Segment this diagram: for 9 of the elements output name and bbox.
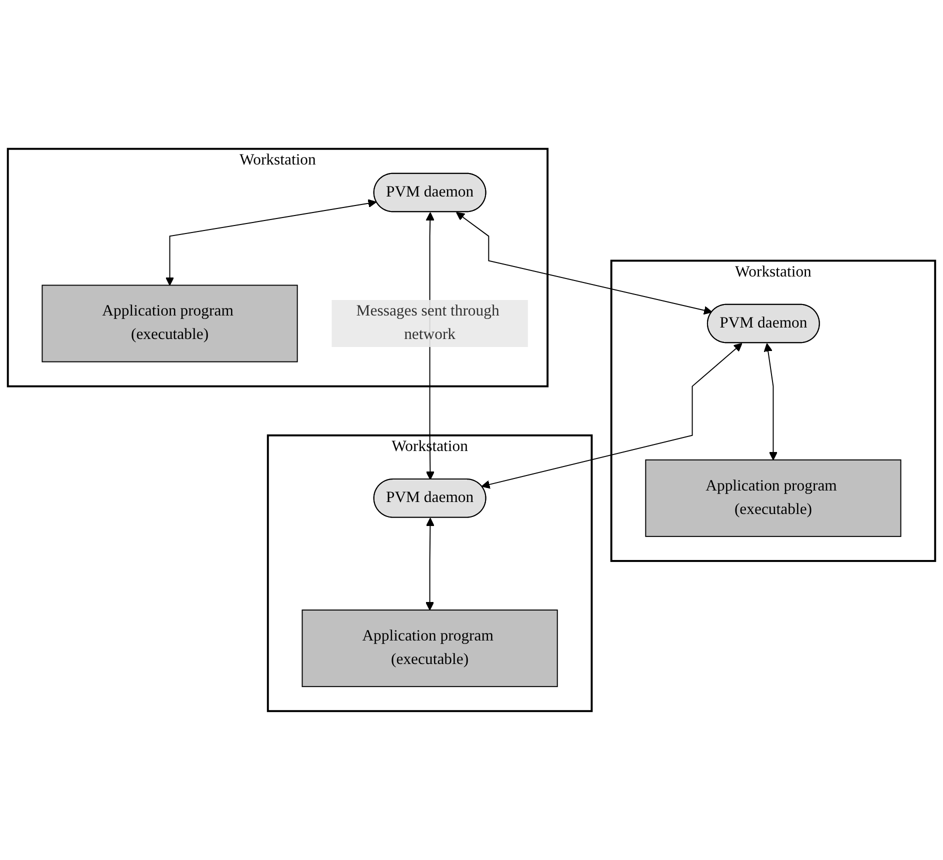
- node-box: Application program (executable): [645, 459, 902, 537]
- arrow: [165, 199, 377, 286]
- arrow: [764, 343, 778, 460]
- node-box: Application program (executable): [42, 284, 298, 362]
- arrow: [456, 212, 712, 315]
- arrow: [425, 518, 434, 610]
- arrow: [481, 343, 742, 489]
- node-box: Application program (executable): [302, 610, 558, 688]
- edge-label: Messages sent through network: [356, 302, 500, 344]
